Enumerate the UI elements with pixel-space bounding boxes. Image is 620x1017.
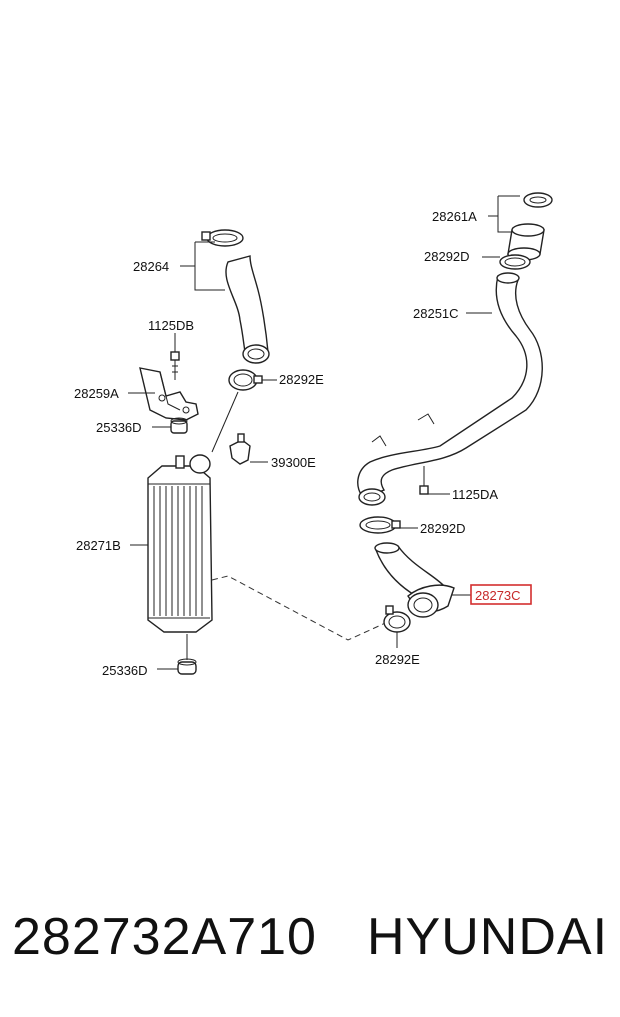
label-28259A: 28259A — [74, 386, 119, 401]
caption: 282732A710 HYUNDAI — [12, 906, 612, 976]
bolt-1125DA — [419, 466, 429, 495]
intercooler-28271B — [147, 454, 213, 633]
connection-line — [211, 575, 393, 641]
hose-28273C — [374, 542, 455, 618]
bolt-1125DB — [170, 351, 180, 380]
label-28292E-lower: 28292E — [375, 652, 420, 667]
cap-28261A — [507, 192, 553, 261]
label-1125DB: 1125DB — [148, 318, 194, 333]
mount-lower-25336D — [177, 658, 197, 675]
highlight-box-28273C: 28273C — [470, 584, 532, 605]
label-28264: 28264 — [133, 259, 169, 274]
clamp-28264-top — [201, 229, 244, 247]
label-28273C: 28273C — [475, 588, 521, 603]
label-28292D-upper: 28292D — [424, 249, 470, 264]
pipe-28251C — [357, 272, 543, 506]
label-28292D-lower: 28292D — [420, 521, 466, 536]
label-28271B: 28271B — [76, 538, 121, 553]
label-1125DA: 1125DA — [452, 487, 498, 502]
label-28292E-upper: 28292E — [279, 372, 324, 387]
brand-name: HYUNDAI — [367, 908, 609, 966]
label-25336D-upper: 25336D — [96, 420, 142, 435]
clamp-28292D-upper — [499, 254, 531, 270]
hose-28264 — [225, 255, 270, 364]
label-28251C: 28251C — [413, 306, 459, 321]
mount-upper-25336D — [170, 417, 188, 434]
clamp-28292E-lower — [383, 605, 411, 633]
label-25336D-lower: 25336D — [102, 663, 148, 678]
clamp-28292E-upper — [228, 369, 263, 391]
part-number: 282732A710 — [12, 908, 317, 966]
label-28261A: 28261A — [432, 209, 477, 224]
bracket-28259A — [139, 367, 199, 421]
label-39300E: 39300E — [271, 455, 316, 470]
clamp-28292D-lower — [359, 516, 401, 534]
sensor-39300E — [229, 433, 251, 465]
